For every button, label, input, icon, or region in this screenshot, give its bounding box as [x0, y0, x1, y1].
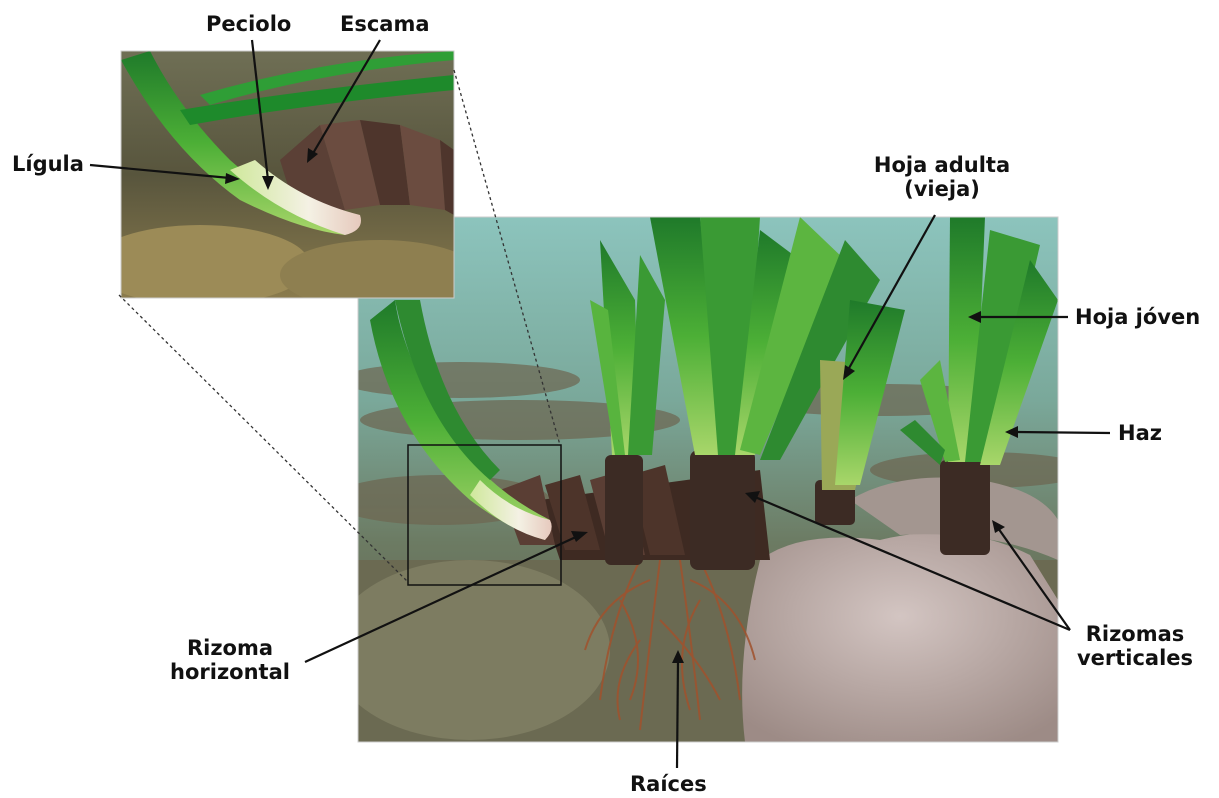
label-hoja-adulta-line2: (vieja) — [852, 177, 1032, 201]
rock — [742, 533, 1058, 742]
label-rizoma-horizontal-line1: Rizoma — [165, 636, 295, 660]
label-rizomas-verticales: Rizomas verticales — [1060, 622, 1210, 670]
label-hoja-adulta: Hoja adulta (vieja) — [852, 153, 1032, 201]
label-escama: Escama — [340, 12, 430, 36]
label-rizomas-verticales-line2: verticales — [1060, 646, 1210, 670]
label-haz: Haz — [1118, 421, 1162, 445]
inset-photo — [90, 51, 480, 310]
label-hoja-adulta-line1: Hoja adulta — [852, 153, 1032, 177]
label-rizoma-horizontal: Rizoma horizontal — [165, 636, 295, 684]
label-hoja-joven: Hoja jóven — [1075, 305, 1200, 329]
label-ligula: Lígula — [12, 152, 84, 176]
label-raices: Raíces — [630, 772, 707, 796]
label-rizomas-verticales-line1: Rizomas — [1060, 622, 1210, 646]
label-peciolo: Peciolo — [206, 12, 291, 36]
label-rizoma-horizontal-line2: horizontal — [165, 660, 295, 684]
